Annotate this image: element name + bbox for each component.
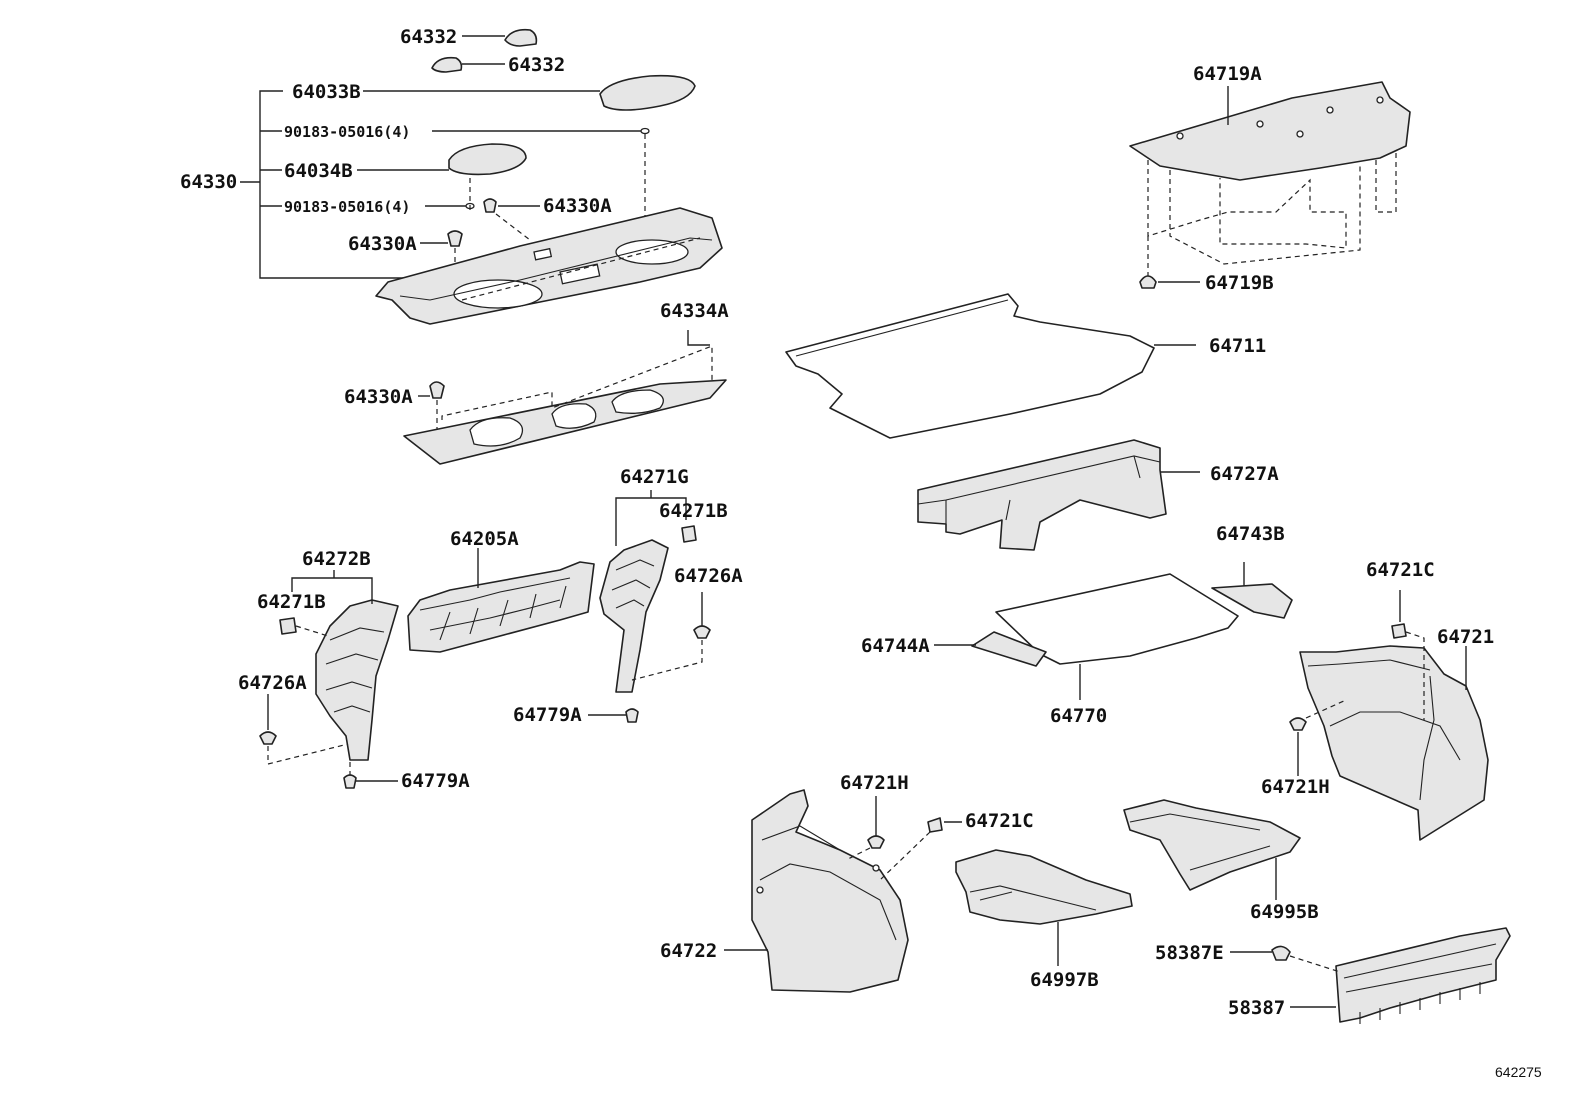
foam-block-64727A — [917, 439, 1167, 551]
clip-64271B-a — [681, 525, 697, 543]
label-64726A-a: 64726A — [674, 565, 743, 587]
trim-panel-64272B — [315, 599, 399, 761]
label-64721: 64721 — [1437, 626, 1494, 648]
label-64770: 64770 — [1050, 705, 1107, 727]
label-64743B: 64743B — [1216, 523, 1285, 545]
label-64719A: 64719A — [1193, 63, 1262, 85]
speaker-cover-64034B — [448, 143, 527, 176]
label-64272B: 64272B — [302, 548, 371, 570]
clip-64721C-a — [1391, 623, 1407, 639]
trim-panel-64271G — [599, 539, 669, 693]
storage-tray-64997B — [955, 849, 1133, 925]
label-64271G: 64271G — [620, 466, 689, 488]
trim-panel-64205A — [407, 561, 595, 653]
label-64330A-b: 64330A — [348, 233, 417, 255]
label-64034B: 64034B — [284, 160, 353, 182]
clip-64721H-a — [1289, 717, 1307, 731]
label-64744A: 64744A — [861, 635, 930, 657]
clip-64779A-a — [625, 708, 639, 723]
label-64271B-a: 64271B — [659, 500, 728, 522]
cap-64332-mid — [431, 56, 463, 73]
clip-64330A-b — [447, 230, 463, 247]
floor-board-64770 — [995, 573, 1239, 665]
label-64205A: 64205A — [450, 528, 519, 550]
clip-64719B — [1139, 275, 1157, 289]
diagram-id: 642275 — [1495, 1064, 1542, 1080]
cap-64332-top — [504, 28, 538, 47]
clip-64726A-b — [259, 731, 277, 745]
clip-64726A-a — [693, 625, 711, 639]
label-64330: 64330 — [180, 171, 237, 193]
label-64721H-b: 64721H — [840, 772, 909, 794]
rear-trim-58387 — [1335, 927, 1511, 1023]
pad-64743B — [1211, 583, 1293, 619]
label-64334A: 64334A — [660, 300, 729, 322]
label-64711: 64711 — [1209, 335, 1266, 357]
label-64997B: 64997B — [1030, 969, 1099, 991]
clip-64330A-c — [429, 381, 445, 399]
label-64721H-a: 64721H — [1261, 776, 1330, 798]
label-64330A-c: 64330A — [344, 386, 413, 408]
label-90183-a: 90183-05016(4) — [284, 123, 410, 141]
clip-64271B-b — [279, 617, 297, 635]
label-64779A-b: 64779A — [401, 770, 470, 792]
side-trim-64721 — [1299, 645, 1489, 841]
label-64330A-a: 64330A — [543, 195, 612, 217]
label-58387E: 58387E — [1155, 942, 1224, 964]
label-64726A-b: 64726A — [238, 672, 307, 694]
storage-tray-64995B — [1123, 799, 1301, 891]
label-64719B: 64719B — [1205, 272, 1274, 294]
label-90183-b: 90183-05016(4) — [284, 198, 410, 216]
label-64271B-b: 64271B — [257, 591, 326, 613]
clip-64330A-a — [483, 198, 497, 213]
clip-64721H-b — [867, 835, 885, 849]
label-64033B: 64033B — [292, 81, 361, 103]
clip-64779A-b — [343, 774, 357, 789]
clip-58387E — [1271, 945, 1291, 961]
trunk-mat-64711 — [785, 293, 1155, 439]
pad-64744A — [971, 631, 1047, 667]
label-64995B: 64995B — [1250, 901, 1319, 923]
label-64332-mid: 64332 — [508, 54, 565, 76]
label-64332-top: 64332 — [400, 26, 457, 48]
label-64721C-b: 64721C — [965, 810, 1034, 832]
speaker-cover-64033B — [599, 74, 696, 111]
label-58387: 58387 — [1228, 997, 1285, 1019]
clip-64721C-b — [927, 817, 943, 833]
label-64722: 64722 — [660, 940, 717, 962]
label-64721C-a: 64721C — [1366, 559, 1435, 581]
lid-liner-64719A — [1129, 81, 1411, 181]
side-trim-64722 — [751, 789, 909, 993]
label-64727A: 64727A — [1210, 463, 1279, 485]
label-64779A-a: 64779A — [513, 704, 582, 726]
